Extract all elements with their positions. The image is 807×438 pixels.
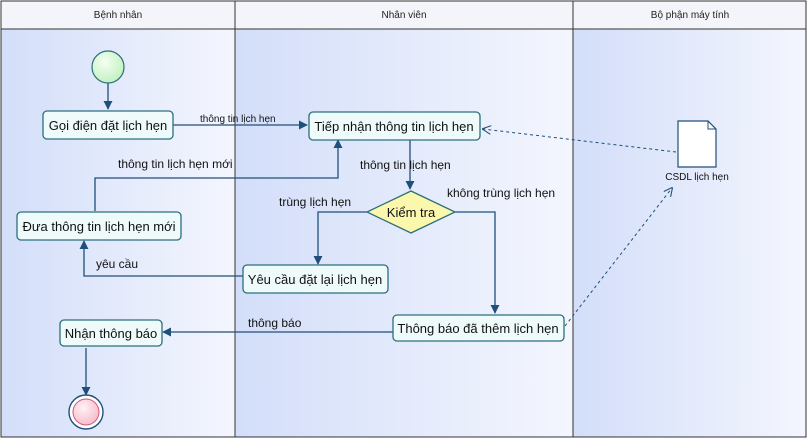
start-node (91, 50, 125, 84)
node-new-info-label: Đưa thông tin lịch hẹn mới (22, 219, 175, 234)
edge-db-to-receive (483, 129, 677, 153)
lane-title-bo-phan-may-tinh: Bộ phận máy tính (651, 10, 729, 21)
lane-title-benh-nhan: Bệnh nhân (94, 10, 142, 21)
database-label: CSDL lịch hẹn (665, 172, 729, 183)
edge-rebook-to-new (79, 240, 243, 277)
edge-label-request: yêu cầu (96, 257, 138, 271)
node-call-label: Gọi điện đặt lịch hẹn (49, 118, 168, 133)
node-new-info: Đưa thông tin lịch hẹn mới (16, 211, 182, 241)
node-notify-label: Nhận thông báo (65, 326, 158, 341)
edge-check-to-added (455, 211, 500, 314)
node-receive: Tiếp nhận thông tin lịch hẹn (308, 111, 481, 141)
end-node (68, 394, 104, 430)
edge-label-duplicate: trùng lịch hẹn (279, 195, 351, 209)
edge-new-to-receive (94, 139, 343, 211)
node-rebook: Yêu cầu đặt lại lịch hẹn (242, 264, 389, 294)
node-added: Thông báo đã thêm lịch hẹn (392, 314, 565, 342)
lane-title-nhan-vien: Nhân viên (381, 10, 426, 21)
node-added-label: Thông báo đã thêm lịch hẹn (397, 321, 558, 336)
node-notify: Nhận thông báo (59, 319, 163, 347)
edge-label-notice: thông báo (248, 316, 302, 330)
edge-check-to-rebook (313, 211, 367, 265)
file-icon (677, 120, 717, 168)
edge-added-to-db (564, 188, 672, 327)
edge-label-call-to-receive: thông tin lịch hẹn (200, 114, 276, 125)
swimlane-bo-phan-may-tinh: Bộ phận máy tính (572, 0, 807, 438)
node-call: Gọi điện đặt lịch hẹn (42, 110, 174, 140)
database-file: CSDL lịch hẹn (665, 120, 729, 183)
node-rebook-label: Yêu cầu đặt lại lịch hẹn (248, 272, 382, 287)
node-check: Kiểm tra (365, 190, 457, 234)
node-check-label: Kiểm tra (387, 205, 436, 220)
node-receive-label: Tiếp nhận thông tin lịch hẹn (314, 119, 473, 134)
edge-label-not-duplicate: không trùng lịch hẹn (447, 186, 555, 200)
edge-label-new-to-receive: thông tin lịch hẹn mới (118, 157, 233, 171)
edge-label-receive-to-check: thông tin lịch hẹn (360, 158, 451, 172)
